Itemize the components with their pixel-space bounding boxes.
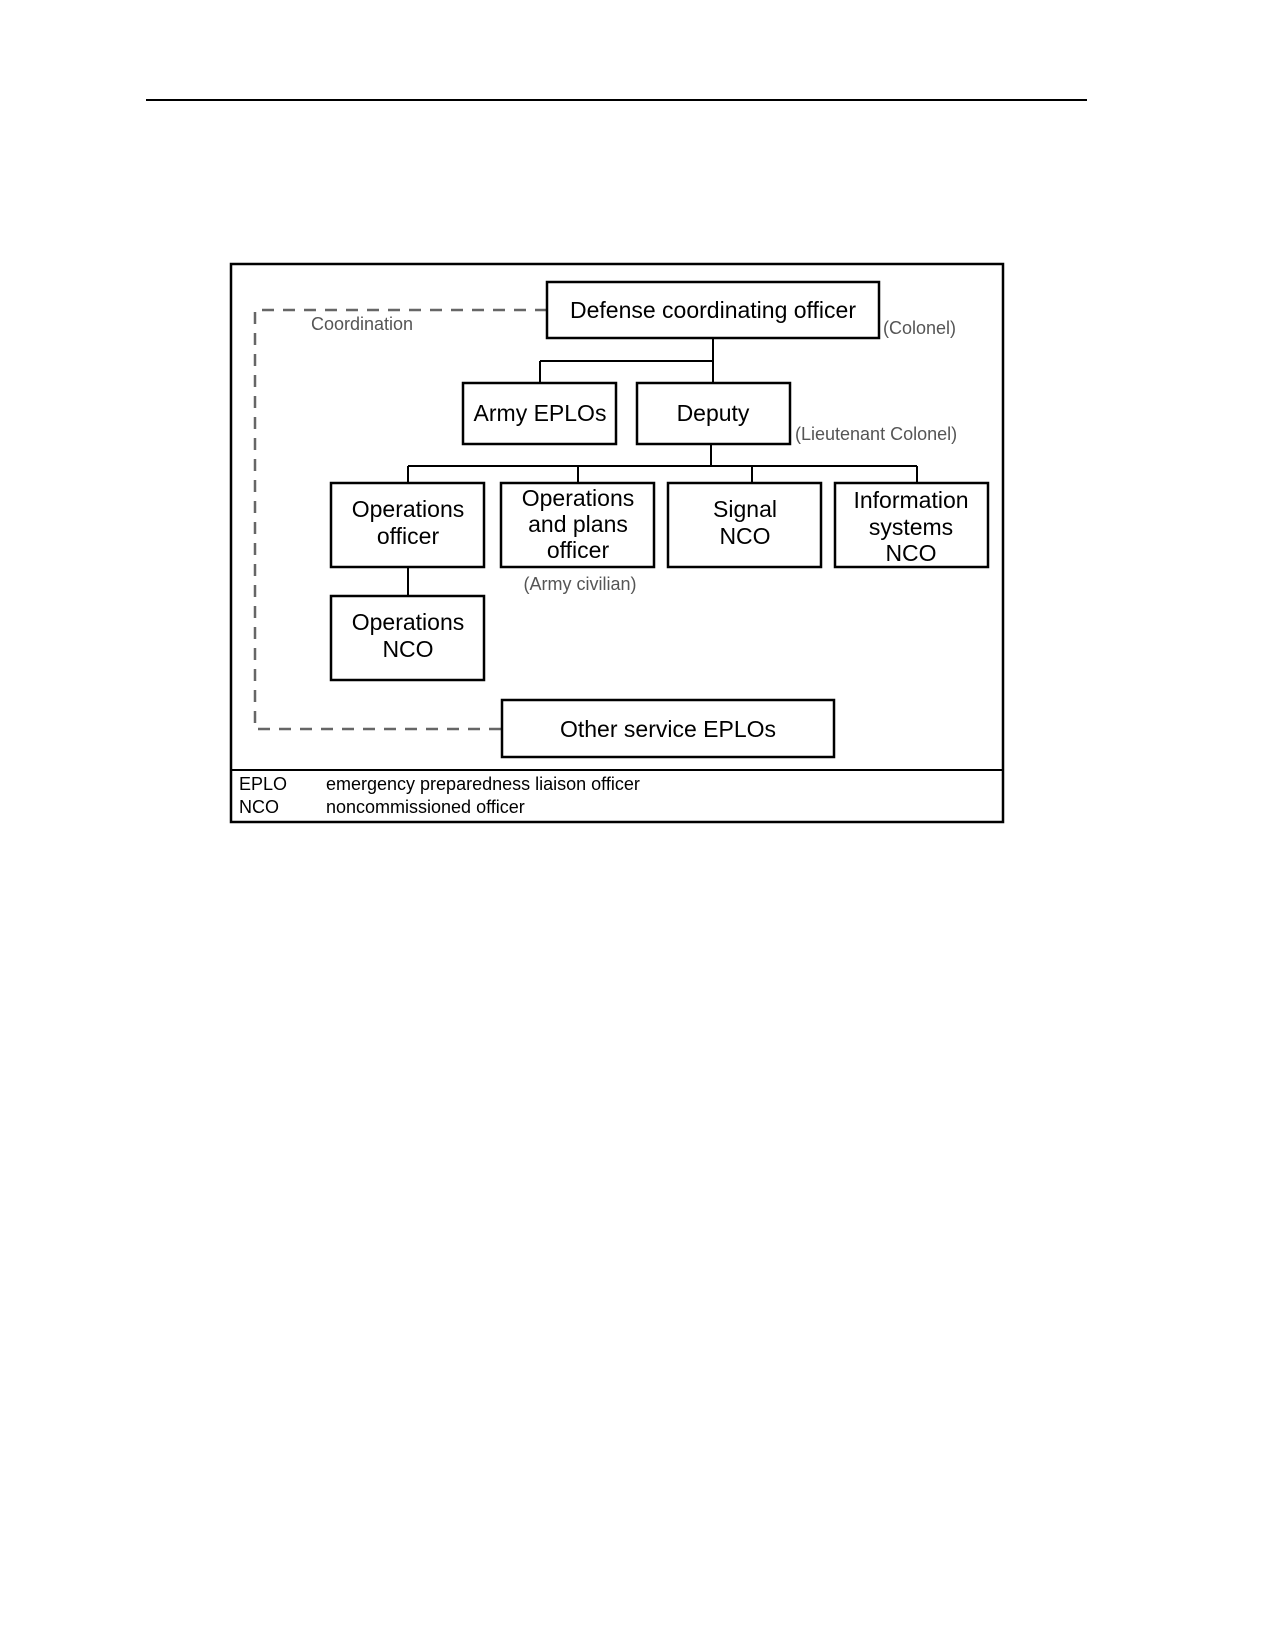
node-label: Other service EPLOs bbox=[560, 716, 776, 742]
node-army-eplos: Army EPLOs bbox=[461, 381, 618, 446]
legend-meaning: emergency preparedness liaison officer bbox=[326, 774, 640, 794]
node-defense-coordinating-officer: Defense coordinating officer bbox=[545, 280, 881, 340]
node-label-line: officer bbox=[547, 537, 610, 563]
node-operations-nco: Operations NCO bbox=[329, 594, 486, 682]
colonel-rank-note: (Colonel) bbox=[883, 318, 956, 338]
node-signal-nco: Signal NCO bbox=[666, 481, 823, 569]
legend-abbr: EPLO bbox=[239, 774, 287, 794]
node-label-line: Signal bbox=[713, 496, 777, 522]
connectors bbox=[407, 338, 918, 596]
node-information-systems-nco: Information systems NCO bbox=[833, 481, 990, 569]
node-label-line: NCO bbox=[382, 636, 433, 662]
node-label-line: Operations bbox=[522, 485, 635, 511]
node-deputy: Deputy bbox=[635, 381, 792, 446]
node-label: Army EPLOs bbox=[474, 400, 607, 426]
lieutenant-colonel-rank-note: (Lieutenant Colonel) bbox=[795, 424, 957, 444]
node-label-line: systems bbox=[869, 514, 953, 540]
diagram-frame bbox=[229, 262, 1005, 824]
node-label: Defense coordinating officer bbox=[570, 297, 856, 323]
node-label: Deputy bbox=[677, 400, 750, 426]
army-civilian-note: (Army civilian) bbox=[523, 574, 636, 594]
coordination-label: Coordination bbox=[311, 314, 413, 334]
node-label-line: and plans bbox=[528, 511, 628, 537]
node-label-line: NCO bbox=[719, 523, 770, 549]
node-operations-and-plans-officer: Operations and plans officer bbox=[499, 481, 656, 569]
node-label-line: Information bbox=[853, 487, 968, 513]
legend-abbr: NCO bbox=[239, 797, 279, 817]
page-header-rule bbox=[146, 99, 1087, 101]
legend: EPLO emergency preparedness liaison offi… bbox=[239, 774, 640, 817]
node-label-line: Operations bbox=[352, 496, 465, 522]
node-other-service-eplos: Other service EPLOs bbox=[500, 698, 836, 759]
node-label-line: Operations bbox=[352, 609, 465, 635]
node-operations-officer: Operations officer bbox=[329, 481, 486, 569]
legend-meaning: noncommissioned officer bbox=[326, 797, 525, 817]
node-label-line: NCO bbox=[885, 540, 936, 566]
node-label-line: officer bbox=[377, 523, 440, 549]
